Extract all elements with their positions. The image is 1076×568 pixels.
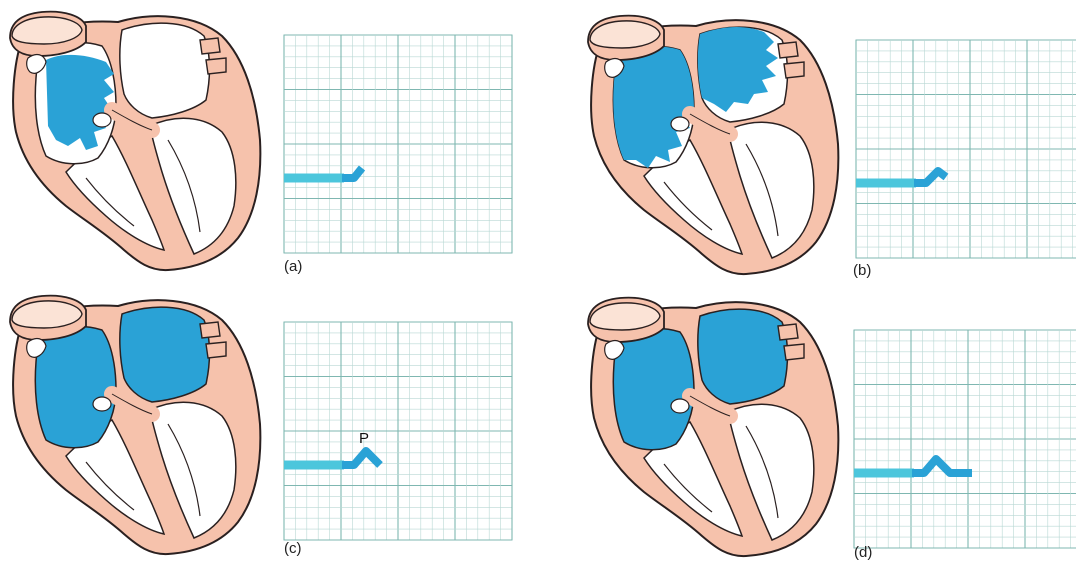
panel-label-c: (c) xyxy=(284,540,302,557)
right-atrium xyxy=(35,326,116,447)
p-wave-label: P xyxy=(359,430,369,447)
pulmonary-vein-lower xyxy=(206,342,226,358)
panel-b: (b) xyxy=(572,0,1076,282)
av-node xyxy=(671,117,689,131)
av-node xyxy=(93,113,111,127)
panel-a: (a) xyxy=(0,0,538,282)
ecg-strip-d xyxy=(852,328,1076,550)
ecg-strip-a xyxy=(282,33,514,255)
heart-group xyxy=(588,16,838,274)
left-atrium xyxy=(120,307,210,402)
panel-d: (d) xyxy=(572,282,1076,563)
av-node xyxy=(671,399,689,413)
av-node xyxy=(93,397,111,411)
heart-diagram-a xyxy=(0,0,270,282)
ecg-strip-b xyxy=(854,38,1076,260)
heart-diagram-c xyxy=(0,284,270,566)
pulmonary-vein-lower xyxy=(784,62,804,78)
panel-label-d: (d) xyxy=(854,544,872,561)
left-atrium xyxy=(698,309,788,404)
heart-group xyxy=(588,298,838,556)
pulmonary-vein-upper xyxy=(200,38,220,54)
left-atrium xyxy=(120,23,210,118)
pulmonary-vein-upper xyxy=(778,324,798,340)
heart-diagram-d xyxy=(578,286,848,568)
right-atrium xyxy=(613,328,694,449)
pulmonary-vein-lower xyxy=(784,344,804,360)
heart-diagram-b xyxy=(578,4,848,286)
heart-group xyxy=(10,296,260,554)
panel-c: P (c) xyxy=(0,282,538,563)
pulmonary-vein-lower xyxy=(206,58,226,74)
ecg-strip-c: P xyxy=(282,320,514,542)
pulmonary-vein-upper xyxy=(778,42,798,58)
heart-group xyxy=(10,12,260,270)
panel-label-b: (b) xyxy=(853,262,871,279)
pulmonary-vein-upper xyxy=(200,322,220,338)
panel-label-a: (a) xyxy=(284,258,302,275)
